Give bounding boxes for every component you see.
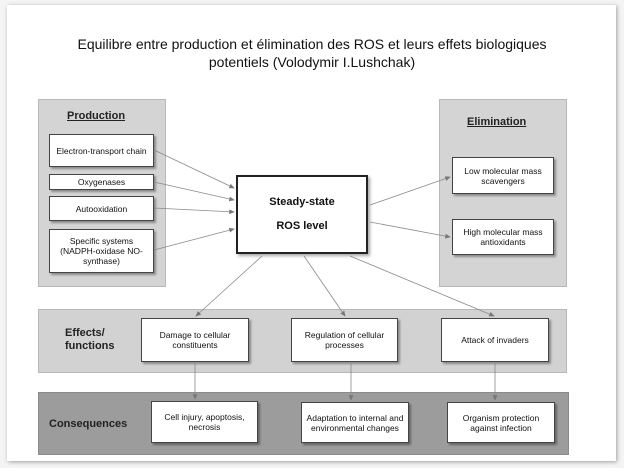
consequence-item-adaptation: Adaptation to internal and environmental… (301, 402, 409, 443)
effect-item-damage: Damage to cellular constituents (141, 318, 249, 362)
consequences-heading: Consequences (49, 418, 128, 430)
effect-item-attack: Attack of invaders (441, 318, 549, 362)
production-item-autooxidation: Autooxidation (49, 196, 154, 221)
steady-state-box: Steady-state ROS level (236, 175, 368, 254)
production-heading: Production (67, 110, 126, 122)
consequence-item-cell-injury: Cell injury, apoptosis, necrosis (151, 401, 258, 443)
steady-state-line-2: ROS level (276, 220, 328, 232)
elimination-heading: Elimination (467, 116, 527, 128)
title-line-2: potentiels (Volodymir I.Lushchak) (208, 54, 416, 70)
effect-item-regulation: Regulation of cellular processes (291, 318, 398, 362)
production-item-electron-transport: Electron-transport chain (49, 134, 154, 167)
elimination-item-high-molecular: High molecular mass antioxidants (452, 219, 554, 255)
consequence-item-protection: Organism protection against infection (447, 402, 555, 443)
production-item-oxygenases: Oxygenases (49, 174, 154, 190)
effects-heading: Effects/ functions (65, 327, 115, 352)
steady-state-line-1: Steady-state (269, 196, 335, 208)
title-line-1: Equilibre entre production et éliminatio… (77, 36, 547, 52)
production-item-specific-systems: Specific systems (NADPH-oxidase NO-synth… (49, 229, 154, 273)
slide-title: Equilibre entre production et éliminatio… (20, 35, 604, 71)
elimination-item-low-molecular: Low molecular mass scavengers (452, 157, 554, 194)
